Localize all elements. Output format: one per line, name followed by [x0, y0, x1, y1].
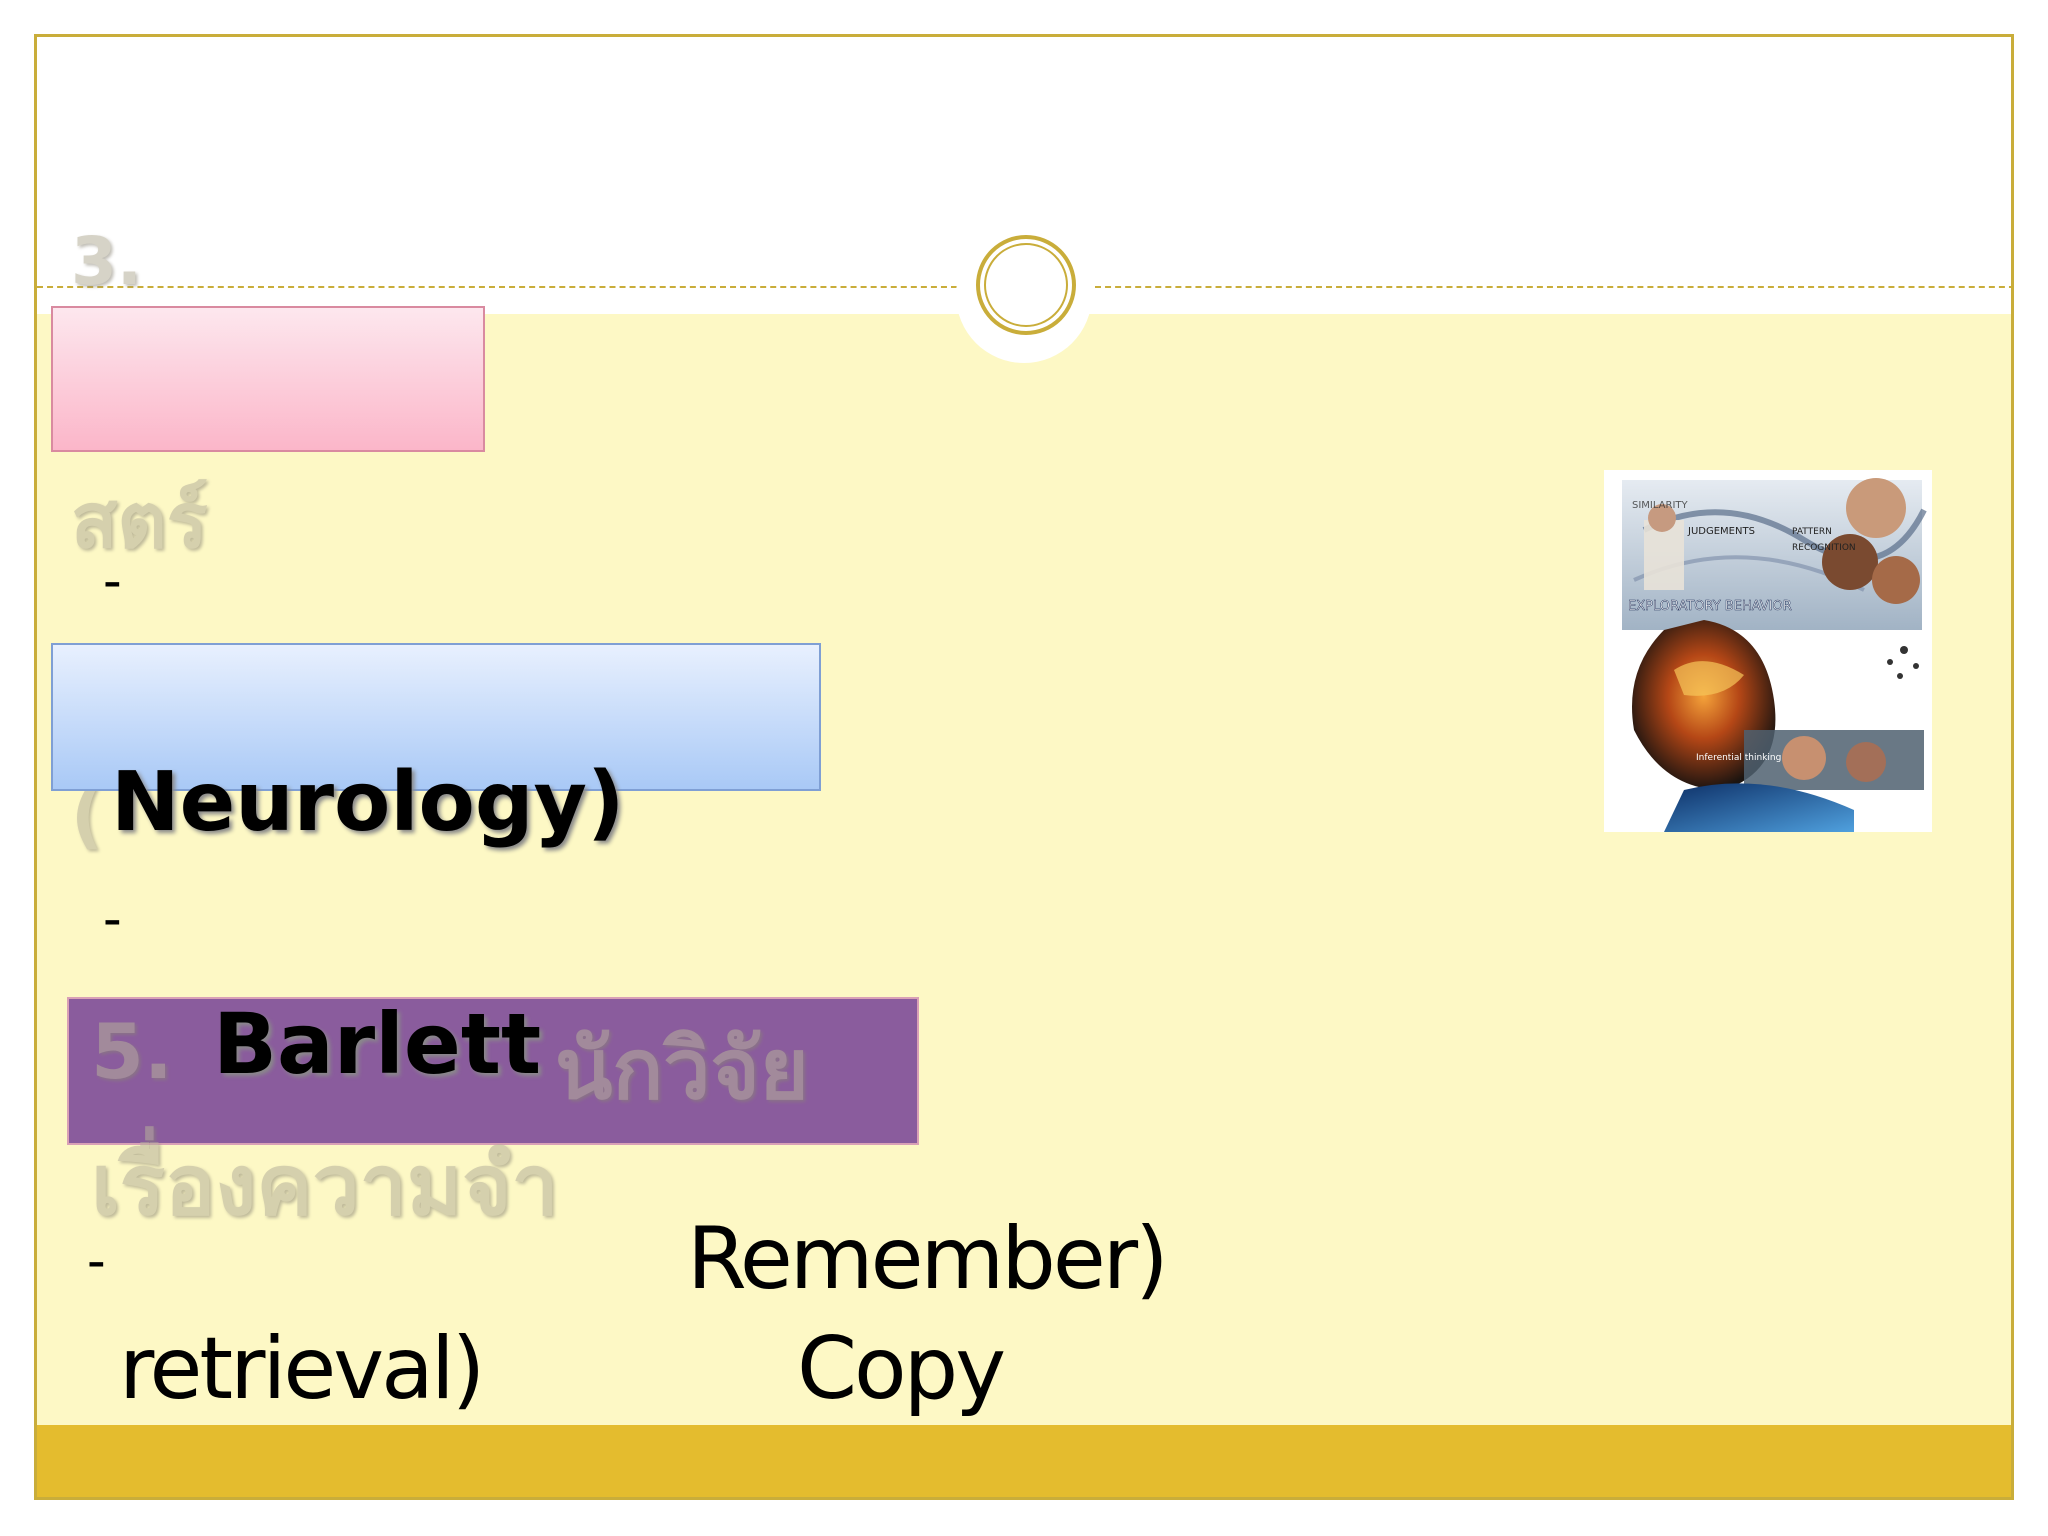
collage-word-1: SIMILARITY [1632, 500, 1689, 511]
collage-word-5: EXPLORATORY BEHAVIOR [1628, 599, 1792, 614]
copy-text: Copy [797, 1319, 1006, 1419]
collage-word-2: JUDGEMENTS [1687, 526, 1755, 537]
collage-word-6: Inferential thinking [1696, 753, 1781, 763]
ghost-thai-line: สตร์ [71, 476, 208, 565]
ghost-researcher: นักวิจัย [555, 1020, 809, 1118]
bullet-dash-2: - [103, 886, 122, 949]
footer-band [37, 1425, 2011, 1497]
pink-highlight-box [51, 306, 485, 452]
header-divider-left [37, 286, 957, 288]
header-divider-right [1095, 286, 2011, 288]
bullet-dash-1: - [103, 548, 122, 611]
blue-highlight-box [51, 643, 821, 791]
collage-word-4: RECOGNITION [1792, 543, 1856, 553]
slide-frame: 3. สตร์ ( 5. นักวิจัย เรื่องความจำ - - -… [34, 34, 2014, 1500]
ghost-number-3: 3. [71, 223, 142, 300]
neurology-label: Neurology) [111, 755, 625, 850]
barlett-label: Barlett [213, 995, 542, 1093]
ghost-number-5: 5. [91, 1007, 173, 1096]
bullet-dash-3: - [87, 1228, 106, 1291]
purple-highlight-box [67, 997, 919, 1145]
ornament-circle-inner [984, 243, 1068, 327]
retrieval-text: retrieval) [119, 1319, 485, 1419]
remember-text: Remember) [687, 1209, 1169, 1309]
cognition-collage-image: SIMILARITY JUDGEMENTS PATTERN RECOGNITIO… [1604, 470, 1932, 832]
collage-word-3: PATTERN [1792, 527, 1832, 537]
ghost-memory-topic: เรื่องความจำ [91, 1136, 559, 1234]
